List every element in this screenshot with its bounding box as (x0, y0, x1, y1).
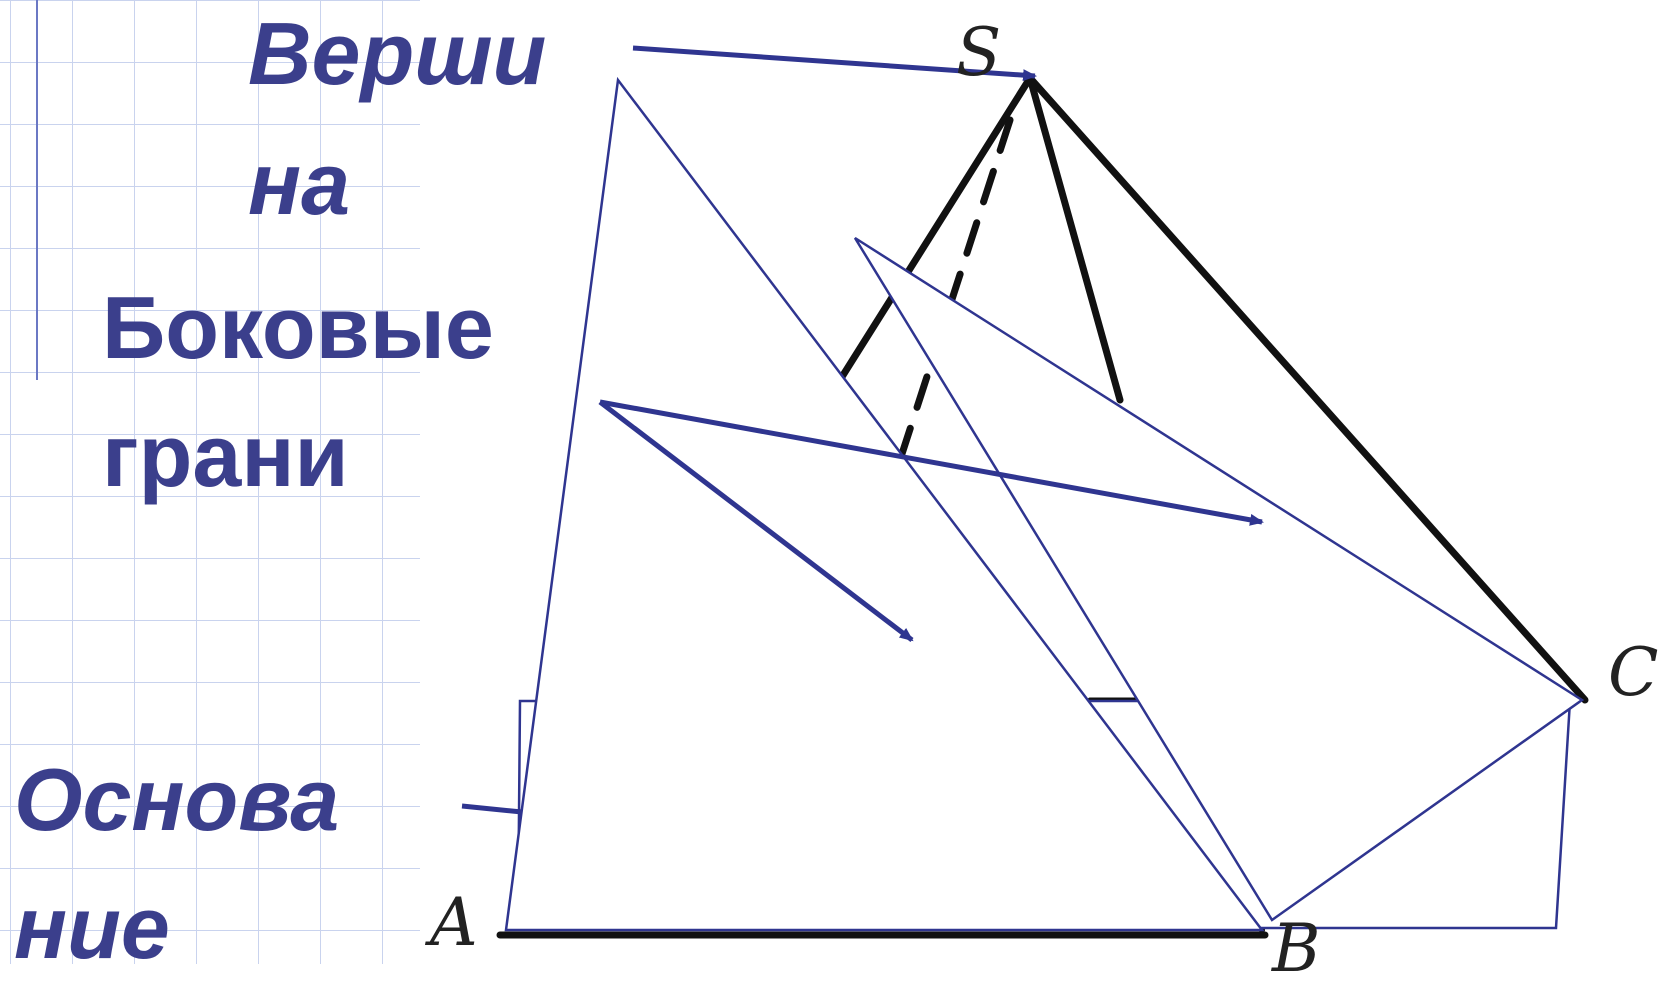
arrow-face-left (598, 400, 914, 642)
face-left (504, 76, 1265, 932)
arrow-face-right (599, 399, 1264, 526)
edge-s-c (1026, 74, 1589, 704)
faces-label-line2: грани (102, 406, 349, 505)
arrow-vertex (632, 45, 1037, 82)
faces-label-line1: Боковые (102, 278, 494, 377)
face-right (853, 236, 1585, 922)
edge-s-a-visible (836, 74, 1034, 384)
point-b-label: B (1272, 910, 1321, 987)
edge-s-hidden (896, 116, 1014, 464)
grid-background (0, 0, 420, 964)
arrows (461, 45, 1264, 815)
vertex-label-line1: Верши (248, 4, 547, 103)
point-s-label: S (956, 14, 1002, 91)
margin-line (36, 0, 38, 380)
edge-s-b (1026, 74, 1124, 404)
overlay-shapes (504, 76, 1585, 932)
base-label-line1: Основа (14, 750, 340, 849)
vertex-label-line2: на (248, 134, 351, 233)
point-a-label: A (430, 884, 478, 961)
base-label-line2: ние (14, 878, 170, 977)
pyramid-diagram (461, 45, 1589, 939)
arrow-base (461, 803, 523, 815)
point-c-label: C (1608, 634, 1659, 711)
